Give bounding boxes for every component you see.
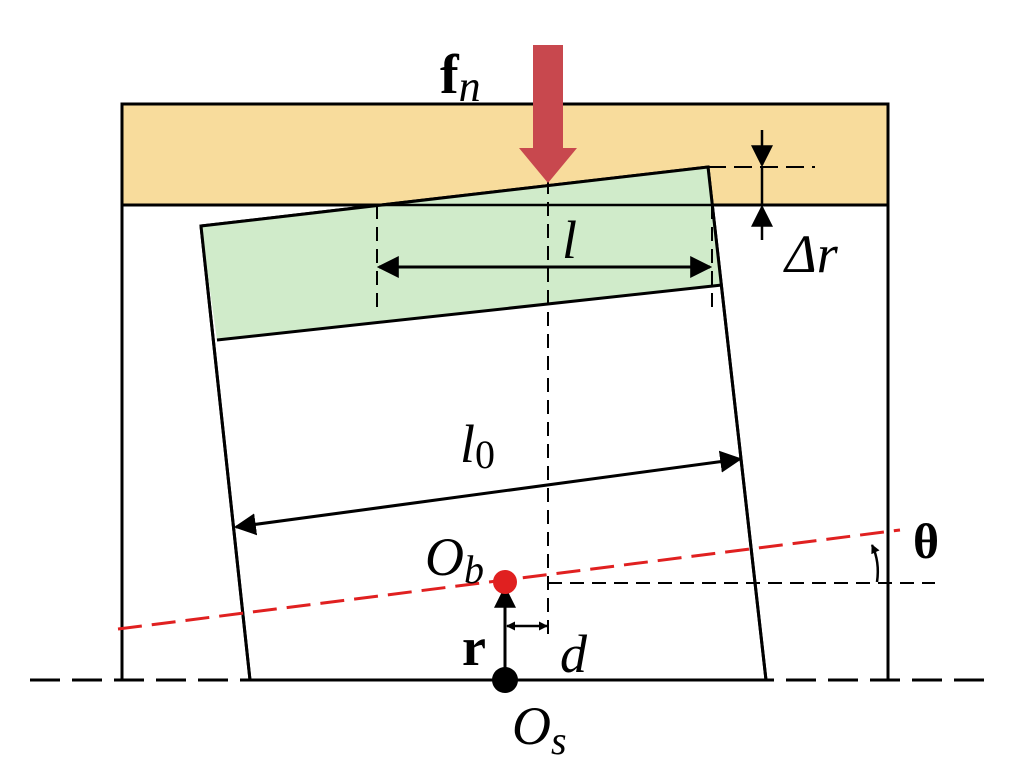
block-left-edge [199,225,252,681]
force-arrow-head [519,148,577,183]
label-theta: θ [913,513,939,569]
force-arrow-shaft [533,45,563,150]
theta-angle-arc [870,544,880,583]
label-l0: l0 [460,414,495,477]
point-ob [493,570,517,594]
label-force: fn [440,44,481,111]
point-os [492,667,518,693]
label-ob: Ob [425,527,484,592]
label-delta-r: Δr [783,224,839,284]
label-d: d [560,624,588,684]
label-r: r [462,617,486,677]
label-os: Os [512,696,567,763]
contact-zone-bottom-edge [216,283,723,342]
contact-zone [201,167,722,340]
dimension-l0-arrow [233,450,743,536]
label-l: l [562,210,577,270]
